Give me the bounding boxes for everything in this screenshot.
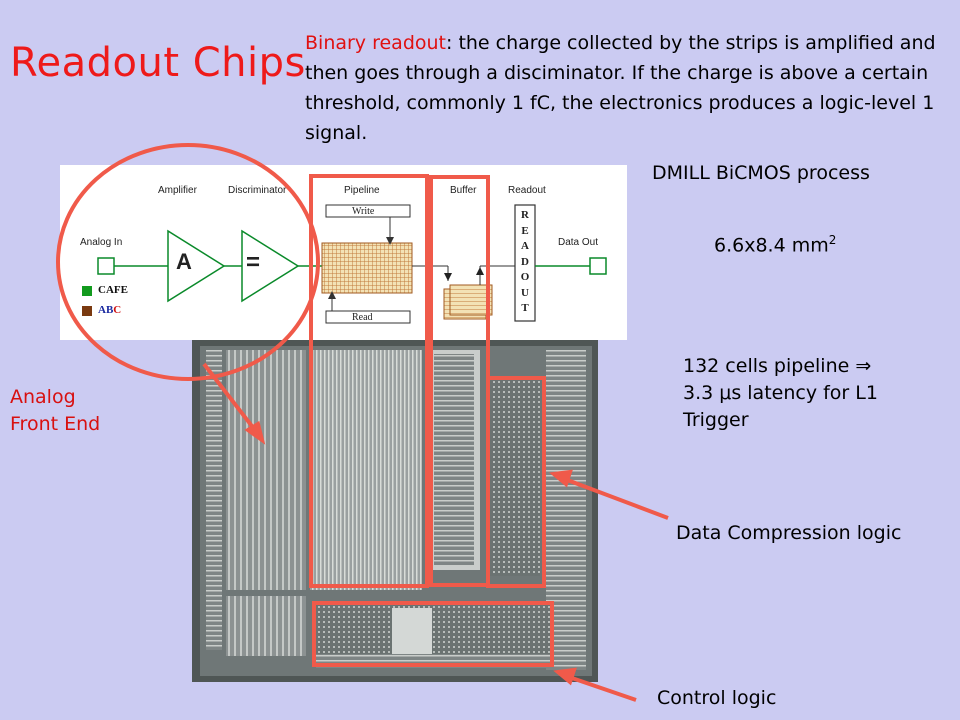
intro-text: : the charge collected by the strips is … bbox=[305, 32, 936, 144]
pipeline-note: 132 cells pipeline ⇒ 3.3 μs latency for … bbox=[683, 353, 878, 434]
chip-size: 6.6x8.4 mm2 bbox=[714, 233, 836, 256]
legend-label-abc: ABC bbox=[98, 304, 122, 316]
analog-in-label: Analog In bbox=[80, 237, 123, 248]
chip-size-value: 6.6x8.4 mm bbox=[714, 234, 829, 257]
analog-label-line2: Front End bbox=[10, 413, 101, 435]
pipeline-note-line2: 3.3 μs latency for L1 bbox=[683, 382, 878, 404]
legend-swatch-cafe bbox=[82, 286, 92, 296]
readout-header: Readout bbox=[508, 185, 546, 196]
amplifier-symbol: A bbox=[176, 249, 192, 274]
legend-abc-highlight: C bbox=[113, 304, 122, 316]
readout-letter: U bbox=[521, 286, 529, 299]
analog-arrow bbox=[202, 362, 266, 445]
readout-letter: D bbox=[521, 255, 529, 268]
readout-letters: R E A D O U T bbox=[519, 208, 531, 317]
pipeline-note-line3: Trigger bbox=[683, 409, 749, 431]
analog-front-end-circle bbox=[56, 143, 320, 381]
buffer-box bbox=[429, 175, 490, 587]
read-label: Read bbox=[352, 312, 373, 323]
buffer-header: Buffer bbox=[450, 185, 477, 196]
legend-label-cafe: CAFE bbox=[98, 284, 128, 296]
intro-paragraph: Binary readout: the charge collected by … bbox=[305, 28, 945, 148]
chip-die-image bbox=[192, 340, 598, 682]
analog-front-end-label: Analog Front End bbox=[10, 384, 100, 438]
amplifier-header: Amplifier bbox=[158, 185, 197, 196]
data-compression-label: Data Compression logic bbox=[676, 522, 902, 544]
discriminator-symbol: = bbox=[246, 249, 261, 276]
readout-letter: T bbox=[521, 302, 529, 314]
readout-letter: O bbox=[520, 271, 530, 283]
readout-letter: E bbox=[521, 224, 529, 237]
implies-arrow: ⇒ bbox=[855, 355, 872, 377]
control-logic-arrow bbox=[553, 667, 637, 702]
write-label: Write bbox=[352, 206, 375, 217]
process-label: DMILL BiCMOS process bbox=[652, 162, 870, 184]
control-logic-box bbox=[312, 601, 554, 667]
block-diagram: Amplifier Discriminator Pipeline Buffer … bbox=[60, 165, 627, 340]
readout-letter: A bbox=[521, 240, 529, 252]
page-title: Readout Chips bbox=[10, 40, 306, 86]
data-out-label: Data Out bbox=[558, 237, 599, 248]
pipeline-header: Pipeline bbox=[344, 185, 380, 196]
control-logic-label: Control logic bbox=[657, 687, 777, 709]
legend-swatch-abc bbox=[82, 306, 92, 316]
readout-letter: R bbox=[521, 209, 529, 221]
chip-size-exponent: 2 bbox=[828, 233, 837, 247]
analog-label-line1: Analog bbox=[10, 386, 76, 408]
intro-highlight: Binary readout bbox=[305, 32, 446, 54]
discriminator-header: Discriminator bbox=[228, 185, 287, 196]
data-compression-box bbox=[486, 376, 546, 588]
data-compression-arrow bbox=[549, 469, 669, 520]
pipeline-box bbox=[309, 174, 429, 588]
pipeline-note-line1: 132 cells pipeline bbox=[683, 355, 850, 377]
